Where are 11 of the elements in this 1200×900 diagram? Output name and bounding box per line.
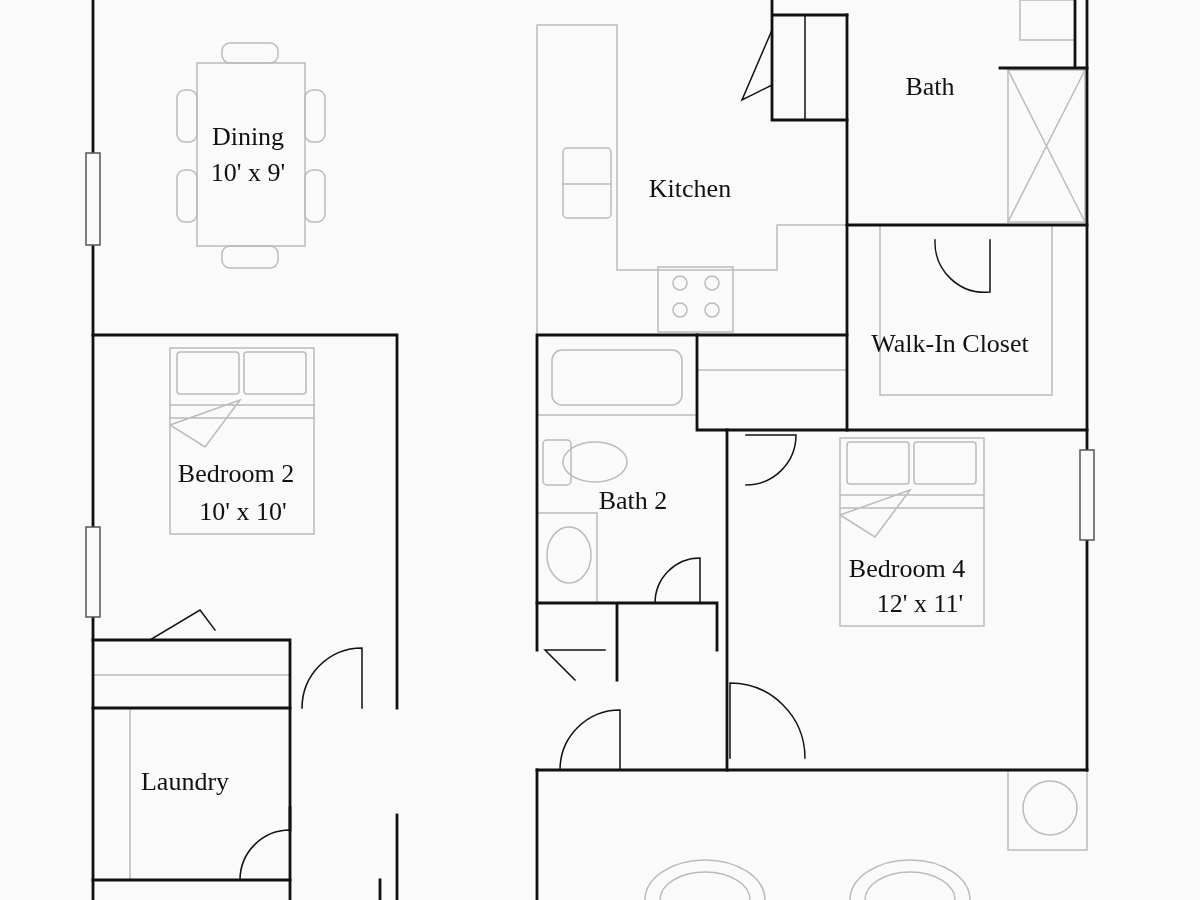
room-label: Laundry (140, 767, 230, 797)
room-label: Bath (905, 72, 955, 102)
room-label: Dining (211, 122, 285, 152)
room-label: Walk-In Closet (871, 329, 1029, 359)
dimension-label: 10' x 9' (210, 158, 286, 188)
room-label: Bedroom 2 (177, 459, 295, 489)
room-label: Bedroom 4 (848, 554, 966, 584)
dimension-label: 10' x 10' (199, 497, 287, 527)
room-label: Kitchen (648, 174, 732, 204)
room-label: Bath 2 (598, 486, 668, 516)
dimension-label: 12' x 11' (876, 589, 964, 619)
